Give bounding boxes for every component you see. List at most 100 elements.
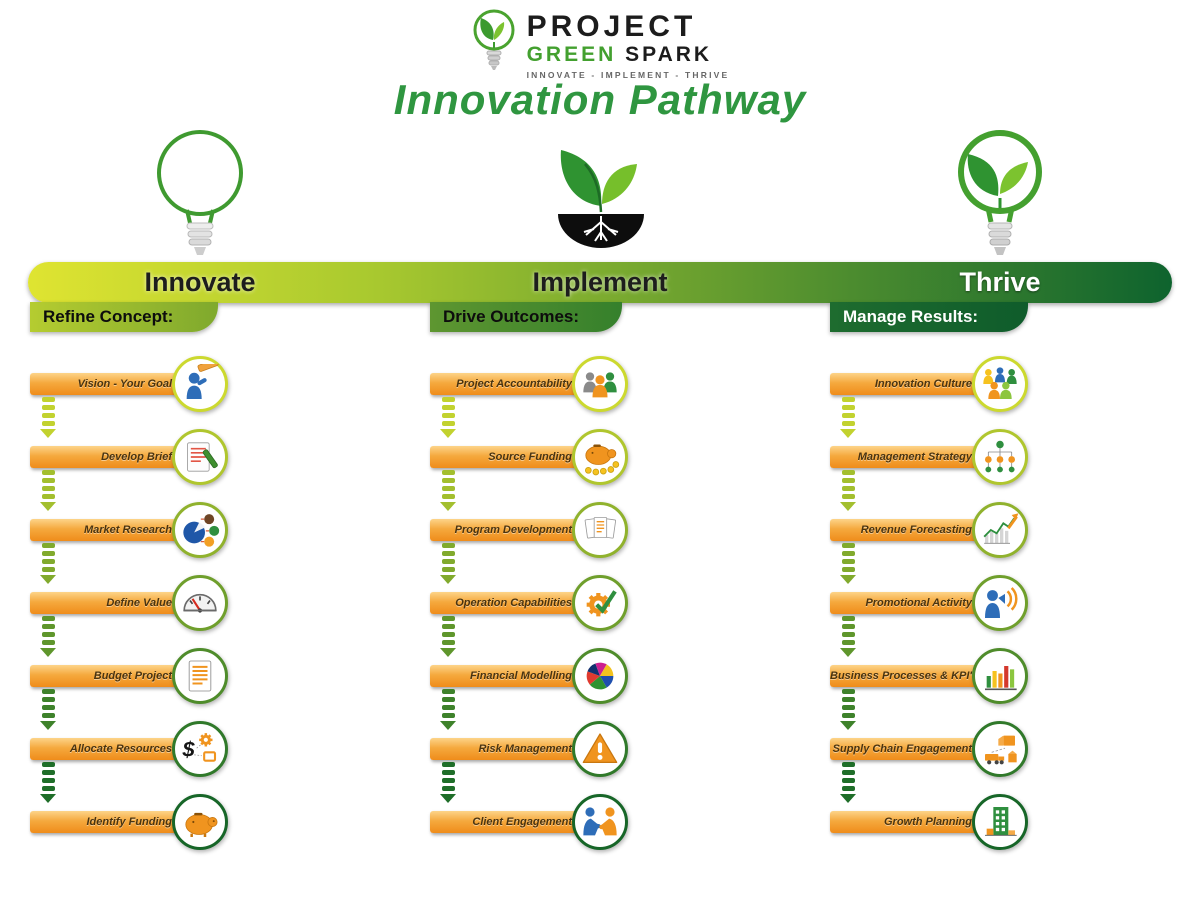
pathway-step-row: Innovation Culture	[830, 356, 1070, 412]
down-arrow-icon	[439, 762, 457, 803]
pathway-step-row: Source Funding	[430, 429, 670, 485]
column-thrive: Innovation Culture Management Strategy R…	[830, 356, 1200, 856]
step-label: Revenue Forecasting	[860, 524, 972, 536]
pathway-step-row: Program Development	[430, 502, 670, 558]
pathway-step-row: Growth Planning	[830, 794, 1070, 850]
step-label: Project Accountability	[456, 378, 572, 390]
logo-spark: SPARK	[625, 43, 713, 66]
step-label: Growth Planning	[884, 816, 972, 828]
subtitle-refine-concept: Refine Concept:	[30, 302, 218, 332]
step-bar: Define Value	[30, 592, 202, 614]
down-arrow-icon	[39, 689, 57, 730]
down-arrow-icon	[39, 543, 57, 584]
step-bar: Project Accountability	[430, 373, 602, 395]
pathway-step-row: Budget Project	[30, 648, 270, 704]
logo-green: GREEN	[526, 43, 617, 66]
step-label: Define Value	[106, 597, 172, 609]
logo: PROJECT GREEN SPARK INNOVATE - IMPLEMENT…	[0, 8, 1200, 80]
step-label: Source Funding	[488, 451, 572, 463]
step-bar: Budget Project	[30, 665, 202, 687]
down-arrow-icon	[839, 689, 857, 730]
dollar-gear-icon: $	[172, 721, 228, 777]
step-bar: Growth Planning	[830, 811, 1002, 833]
logo-tagline: INNOVATE - IMPLEMENT - THRIVE	[526, 70, 730, 81]
step-bar: Allocate Resources	[30, 738, 202, 760]
org-chart-icon	[972, 429, 1028, 485]
step-bar: Vision - Your Goal	[30, 373, 202, 395]
piggy-coins-icon	[572, 429, 628, 485]
down-arrow-icon	[839, 397, 857, 438]
down-arrow-icon	[439, 397, 457, 438]
subtitle-manage-results: Manage Results:	[830, 302, 1028, 332]
down-arrow-icon	[839, 470, 857, 511]
gauge-icon	[172, 575, 228, 631]
down-arrow-icon	[39, 397, 57, 438]
step-bar: Innovation Culture	[830, 373, 1002, 395]
step-bar: Business Processes & KPI's	[830, 665, 1002, 687]
pathway-step-row: Risk Management	[430, 721, 670, 777]
step-label: Operation Capabilities	[455, 597, 572, 609]
step-label: Innovation Culture	[874, 378, 972, 390]
down-arrow-icon	[839, 543, 857, 584]
step-bar: Risk Management	[430, 738, 602, 760]
pathway-step-row: Promotional Activity	[830, 575, 1070, 631]
down-arrow-icon	[39, 762, 57, 803]
phase-banner: Innovate Implement Thrive	[28, 262, 1172, 303]
logo-project: PROJECT	[526, 10, 697, 43]
bar-chart-icon	[972, 648, 1028, 704]
step-label: Management Strategy	[857, 451, 972, 463]
logo-brand-line: GREEN SPARK	[527, 42, 730, 67]
down-arrow-icon	[439, 689, 457, 730]
down-arrow-icon	[439, 616, 457, 657]
step-bar: Revenue Forecasting	[830, 519, 1002, 541]
step-bar: Source Funding	[430, 446, 602, 468]
documents-icon	[572, 502, 628, 558]
step-bar: Supply Chain Engagement	[830, 738, 1002, 760]
step-label: Budget Project	[93, 670, 172, 682]
megaphone-person-icon	[972, 575, 1028, 631]
column-innovate: Vision - Your Goal Develop Brief Market …	[30, 356, 400, 856]
step-label: Program Development	[454, 524, 572, 536]
pathway-step-row: Develop Brief	[30, 429, 270, 485]
step-label: Financial Modelling	[469, 670, 572, 682]
pathway-step-row: Define Value	[30, 575, 270, 631]
step-label: Develop Brief	[101, 451, 172, 463]
forecast-chart-icon	[972, 502, 1028, 558]
gear-check-icon	[572, 575, 628, 631]
down-arrow-icon	[439, 470, 457, 511]
step-label: Promotional Activity	[865, 597, 972, 609]
pathway-step-row: Project Accountability	[430, 356, 670, 412]
down-arrow-icon	[39, 470, 57, 511]
pathway-step-row: Vision - Your Goal	[30, 356, 270, 412]
down-arrow-icon	[39, 616, 57, 657]
pathway-step-row: Operation Capabilities	[430, 575, 670, 631]
step-label: Allocate Resources	[69, 743, 172, 755]
phase-title-thrive: Thrive	[959, 267, 1041, 297]
step-label: Supply Chain Engagement	[832, 743, 972, 755]
step-label: Risk Management	[478, 743, 572, 755]
pathway-step-row: Allocate Resources $	[30, 721, 270, 777]
down-arrow-icon	[839, 616, 857, 657]
step-bar: Develop Brief	[30, 446, 202, 468]
step-bar: Financial Modelling	[430, 665, 602, 687]
step-bar: Operation Capabilities	[430, 592, 602, 614]
people-group-icon	[972, 356, 1028, 412]
budget-document-icon	[172, 648, 228, 704]
pathway-step-row: Market Research	[30, 502, 270, 558]
step-bar: Client Engagement	[430, 811, 602, 833]
phase-title-innovate: Innovate	[144, 267, 256, 297]
step-label: Vision - Your Goal	[77, 378, 172, 390]
warning-icon	[572, 721, 628, 777]
document-pen-icon	[172, 429, 228, 485]
building-icon	[972, 794, 1028, 850]
step-bar: Program Development	[430, 519, 602, 541]
step-bar: Promotional Activity	[830, 592, 1002, 614]
supply-chain-icon	[972, 721, 1028, 777]
step-bar: Market Research	[30, 519, 202, 541]
pathway-step-row: Revenue Forecasting	[830, 502, 1070, 558]
pie-segments-icon	[172, 502, 228, 558]
pathway-step-row: Identify Funding	[30, 794, 270, 850]
step-label: Business Processes & KPI's	[830, 670, 979, 682]
pie-chart-icon	[572, 648, 628, 704]
